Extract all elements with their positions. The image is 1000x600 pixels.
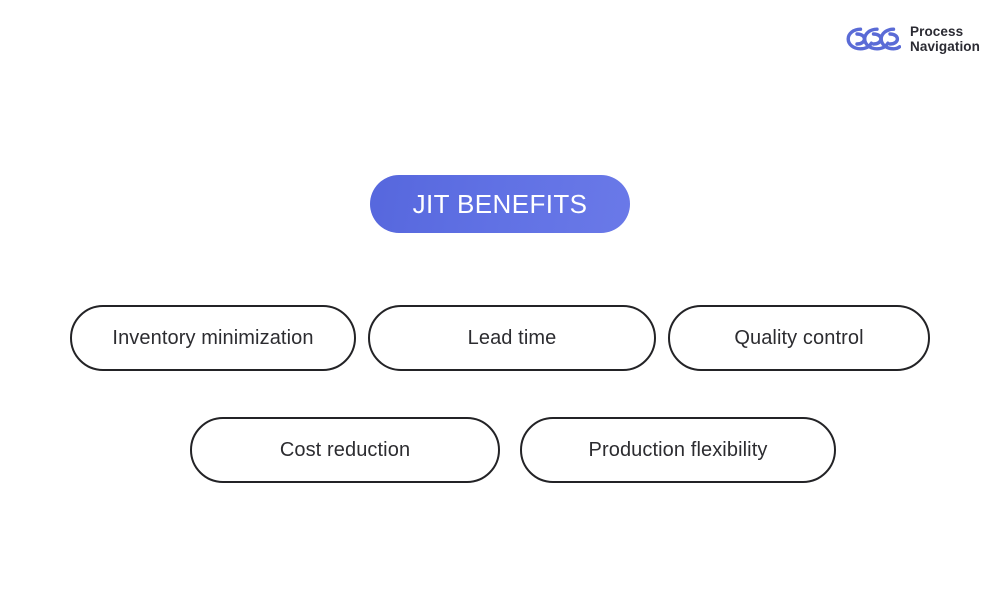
benefit-node-label: Cost reduction — [279, 438, 411, 461]
brand-logo: Process Navigation — [845, 24, 980, 54]
brand-line-2: Navigation — [909, 39, 980, 55]
benefit-node: Quality control — [668, 305, 930, 371]
benefit-node: Inventory minimization — [70, 305, 356, 371]
benefit-node-label: Production flexibility — [588, 438, 768, 461]
benefit-node-label: Quality control — [734, 326, 864, 349]
diagram-title-label: JIT BENEFITS — [412, 188, 588, 219]
brand-line-1: Process — [909, 24, 964, 39]
benefit-node-label: Inventory minimization — [112, 326, 314, 349]
benefit-node: Cost reduction — [190, 417, 500, 483]
benefit-node: Production flexibility — [520, 417, 836, 483]
interlocking-loops-chain-icon — [846, 27, 901, 51]
brand-wordmark: Process Navigation — [910, 24, 980, 54]
diagram-title-pill: JIT BENEFITS — [370, 175, 630, 233]
benefit-node-label: Lead time — [467, 326, 557, 349]
benefit-node: Lead time — [368, 305, 656, 371]
